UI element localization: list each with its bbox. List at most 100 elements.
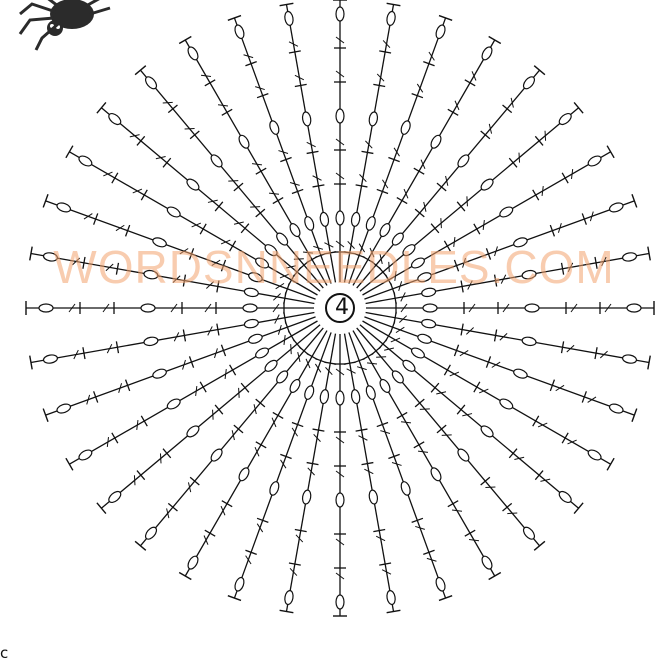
chain-stitch-symbol bbox=[524, 303, 540, 313]
spokes-group bbox=[25, 0, 655, 617]
stitch-bar bbox=[447, 500, 459, 508]
stitch-tick bbox=[540, 478, 551, 482]
chain-stitch-symbol bbox=[269, 120, 280, 135]
stitch-bar bbox=[115, 341, 120, 354]
stitch-tick bbox=[390, 337, 401, 343]
chain-stitch-symbol bbox=[379, 223, 391, 238]
stitch-tick bbox=[307, 467, 315, 476]
stitch-tick bbox=[419, 408, 430, 410]
stitch-tick bbox=[155, 155, 166, 160]
chain-stitch-symbol bbox=[626, 303, 642, 313]
chain-stitch-symbol bbox=[335, 594, 345, 610]
stitch-tick bbox=[313, 245, 324, 250]
stitch-spoke bbox=[139, 327, 324, 547]
stitch-tick bbox=[238, 387, 240, 398]
stitch-tick bbox=[211, 259, 221, 267]
stitch-bar bbox=[312, 428, 325, 432]
stitch-bar bbox=[460, 280, 464, 293]
stitch-tick bbox=[288, 41, 299, 47]
stitch-bar bbox=[502, 502, 513, 512]
stitch-bar bbox=[162, 157, 172, 168]
chain-stitch-symbol bbox=[108, 490, 122, 504]
stitch-tick bbox=[335, 70, 345, 78]
stitch-tick bbox=[254, 446, 260, 457]
stitch-bar bbox=[294, 528, 307, 533]
stitch-tick bbox=[570, 303, 578, 313]
stitch-tick bbox=[182, 359, 186, 370]
chain-stitch-symbol bbox=[319, 211, 330, 227]
stitch-cap bbox=[647, 355, 651, 370]
stitch-tick bbox=[224, 368, 227, 380]
stitch-tick bbox=[162, 101, 173, 104]
chain-stitch-symbol bbox=[143, 336, 159, 347]
stitch-tick bbox=[170, 303, 178, 313]
stitch-spoke bbox=[364, 316, 635, 416]
chain-stitch-symbol bbox=[264, 244, 278, 257]
stitch-tick bbox=[587, 396, 597, 403]
stitch-cap bbox=[227, 14, 242, 21]
stitch-tick bbox=[537, 422, 548, 428]
stitch-bar bbox=[188, 356, 195, 368]
stitch-cap bbox=[29, 355, 33, 370]
chain-stitch-symbol bbox=[499, 398, 514, 410]
stitch-tick bbox=[256, 523, 264, 533]
stitch-tick bbox=[420, 159, 426, 170]
stitch-tick bbox=[277, 324, 282, 335]
stitch-tick bbox=[132, 188, 143, 194]
stitch-tick bbox=[364, 468, 374, 475]
stitch-tick bbox=[541, 185, 544, 197]
stitch-tick bbox=[290, 344, 292, 355]
stitch-bar bbox=[182, 329, 187, 342]
stitch-tick bbox=[381, 569, 392, 575]
stitch-tick bbox=[478, 388, 489, 394]
stitch-tick bbox=[187, 482, 192, 493]
stitch-bar bbox=[560, 262, 565, 275]
stitch-bar bbox=[136, 135, 146, 146]
stitch-bar bbox=[436, 182, 447, 192]
stitch-bar bbox=[220, 344, 227, 357]
stitch-bar bbox=[414, 208, 425, 218]
chain-stitch-symbol bbox=[365, 385, 376, 400]
stitch-tick bbox=[394, 270, 397, 282]
chain-stitch-symbol bbox=[481, 46, 493, 61]
stitch-bar bbox=[361, 461, 374, 466]
stitch-tick bbox=[220, 505, 226, 516]
stitch-cap bbox=[96, 502, 107, 515]
stitch-tick bbox=[166, 508, 170, 519]
stitch-tick bbox=[68, 303, 76, 313]
stitch-cap bbox=[42, 194, 49, 208]
chain-stitch-symbol bbox=[558, 490, 572, 504]
stitch-bar bbox=[581, 213, 587, 225]
chain-stitch-symbol bbox=[301, 111, 312, 127]
stitch-tick bbox=[395, 326, 405, 334]
chain-stitch-symbol bbox=[319, 389, 330, 405]
stitch-bar bbox=[379, 50, 392, 54]
stitch-cap bbox=[438, 595, 453, 602]
chain-stitch-symbol bbox=[276, 232, 289, 246]
chain-stitch-symbol bbox=[522, 76, 536, 90]
stitch-bar bbox=[361, 150, 374, 155]
stitch-tick bbox=[462, 413, 473, 417]
stitch-tick bbox=[335, 538, 345, 546]
stitch-spoke bbox=[100, 324, 321, 509]
chain-stitch-symbol bbox=[386, 590, 396, 606]
stitch-tick bbox=[207, 326, 213, 336]
stitch-bar bbox=[473, 381, 481, 393]
stitch-bar bbox=[216, 323, 220, 336]
stitch-spoke bbox=[364, 200, 635, 300]
stitch-tick bbox=[514, 456, 525, 461]
stitch-bar bbox=[460, 323, 464, 336]
stitch-bar bbox=[396, 197, 408, 205]
stitch-tick bbox=[393, 147, 400, 157]
stitch-bar bbox=[355, 428, 368, 432]
stitch-spoke bbox=[139, 69, 324, 289]
stitch-bar bbox=[189, 476, 200, 486]
stitch-tick bbox=[399, 315, 408, 323]
stitch-tick bbox=[173, 332, 180, 342]
stitch-tick bbox=[105, 263, 114, 272]
chain-stitch-symbol bbox=[335, 390, 345, 406]
stitch-tick bbox=[571, 168, 574, 180]
chain-stitch-symbol bbox=[587, 155, 602, 167]
stitch-tick bbox=[159, 453, 162, 464]
stitch-bar bbox=[188, 248, 195, 260]
